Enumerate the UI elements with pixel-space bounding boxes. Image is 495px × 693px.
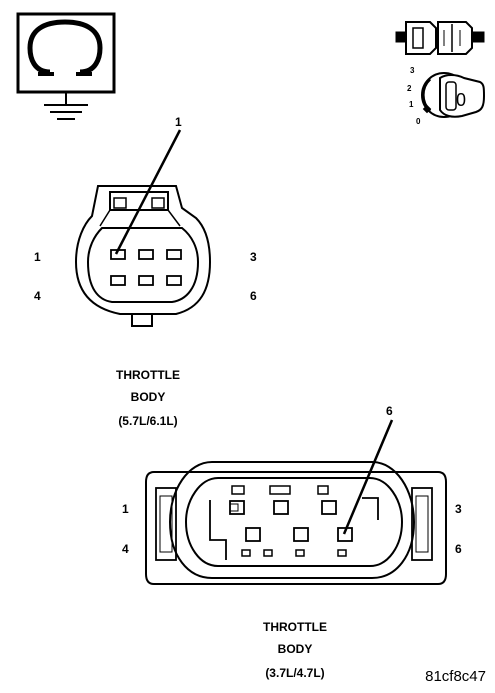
- callout-leader-bottom: [342, 419, 394, 535]
- pin-3: [166, 249, 182, 260]
- key-scale-3: 3: [410, 66, 415, 75]
- caption-top-line1: THROTTLE: [116, 368, 180, 382]
- pin-2: [273, 500, 289, 515]
- callout-top: 1: [175, 115, 182, 129]
- caption-top-line2: BODY: [131, 390, 166, 404]
- pin-label-bottom-1: 1: [122, 502, 129, 516]
- callout-leader-top: [114, 129, 182, 255]
- figure-id: 81cf8c47: [425, 668, 486, 685]
- callout-bottom: 6: [386, 404, 393, 418]
- pin-6: [337, 527, 353, 542]
- caption-bottom-line2: BODY: [278, 642, 313, 656]
- pin-label-top-1: 1: [34, 250, 41, 264]
- pin-1: [229, 500, 245, 515]
- caption-bottom-line3: (3.7L/4.7L): [265, 666, 324, 680]
- pin-3: [321, 500, 337, 515]
- pin-label-top-4: 4: [34, 289, 41, 303]
- pin-label-bottom-6: 6: [455, 542, 462, 556]
- pin-4: [110, 275, 126, 286]
- pin-2: [138, 249, 154, 260]
- pin-5: [293, 527, 309, 542]
- key-scale-1: 1: [409, 100, 414, 109]
- key-scale-0: 0: [416, 117, 421, 126]
- pin-label-bottom-4: 4: [122, 542, 129, 556]
- pin-5: [138, 275, 154, 286]
- ohmmeter-icon: [16, 12, 116, 120]
- connector-bottom: [145, 419, 447, 585]
- key-position-label: 0: [456, 90, 466, 110]
- pin-label-bottom-3: 3: [455, 502, 462, 516]
- key-scale-2: 2: [407, 84, 412, 93]
- pin-label-top-6: 6: [250, 289, 257, 303]
- caption-top-line3: (5.7L/6.1L): [118, 414, 177, 428]
- caption-bottom-line1: THROTTLE: [263, 620, 327, 634]
- connector-top: [74, 129, 212, 327]
- ignition-key-icon: 0 3 2 1 0: [407, 66, 486, 126]
- pin-label-top-3: 3: [250, 250, 257, 264]
- pin-6: [166, 275, 182, 286]
- disconnected-connector-icon: [395, 21, 485, 55]
- pin-4: [245, 527, 261, 542]
